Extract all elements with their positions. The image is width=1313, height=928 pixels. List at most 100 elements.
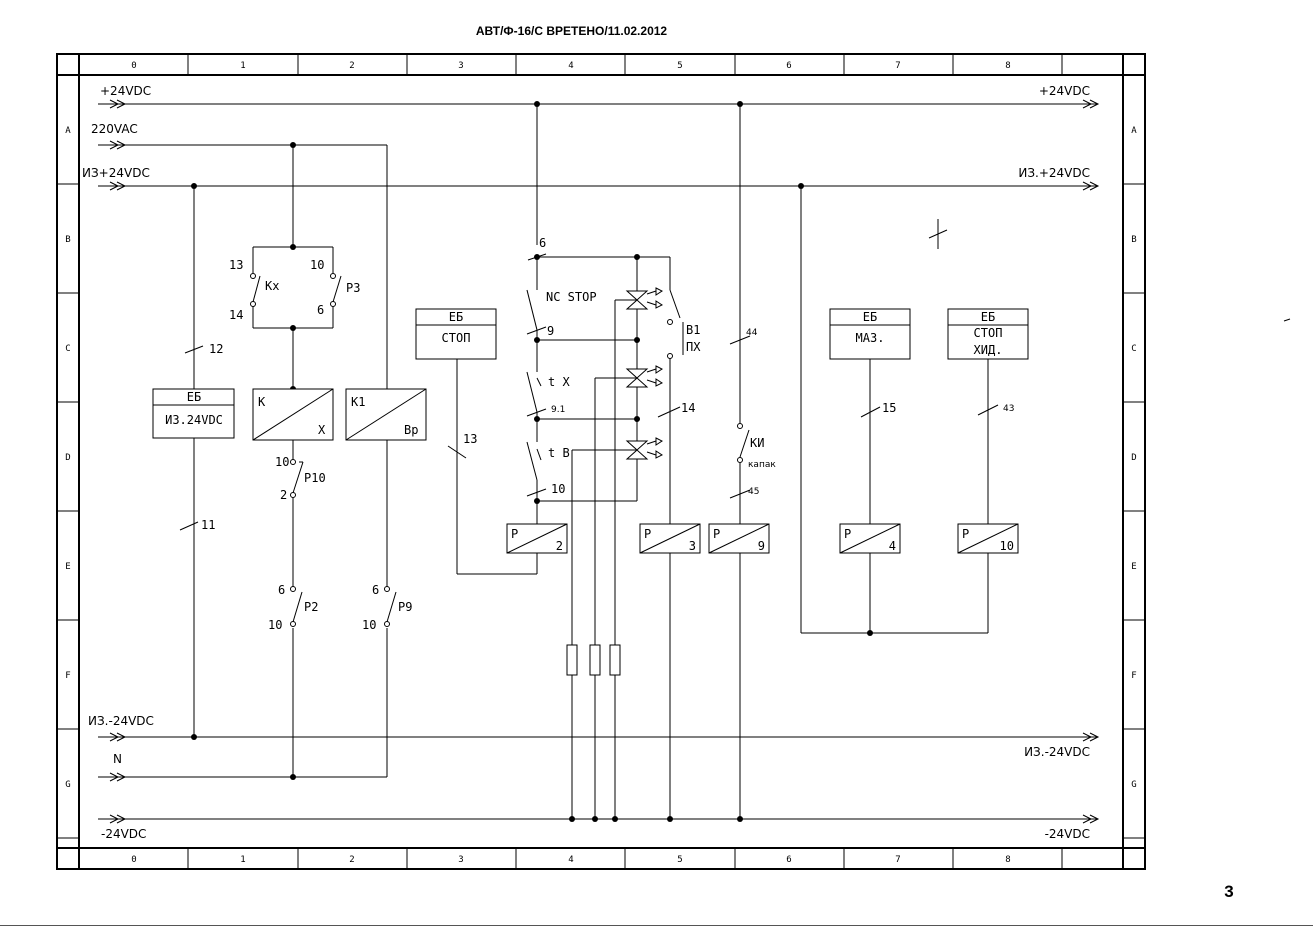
grid-col-label-bottom: 4 [568, 855, 573, 865]
rail-arrow-left-icon [109, 181, 127, 191]
resistor-1 [566, 644, 578, 676]
grid-col-label-bottom: 6 [786, 855, 791, 865]
grid-row-label-left: A [65, 126, 71, 136]
grid-row-label-left: B [65, 235, 70, 245]
wire-15: 15 [882, 401, 896, 415]
grid-col-label-bottom: 5 [677, 855, 682, 865]
wire-43: 43 [1003, 404, 1014, 414]
junction-dot [290, 774, 296, 780]
eb-stop-hid-label1: СТОП [974, 326, 1003, 340]
wire-11: 11 [201, 518, 215, 532]
junction-dot [667, 816, 673, 822]
rail-label-220vac: 220VAC [91, 122, 138, 136]
eb-maz-title: ЕБ [863, 310, 877, 324]
kx-contact-label: Kx [265, 279, 279, 293]
b1-switch-sub: ПХ [686, 340, 701, 354]
relay-coil-number: 10 [1000, 539, 1014, 553]
rail-arrow-right-icon [1082, 181, 1100, 191]
kx-terminal-top: 13 [229, 258, 243, 272]
contactor-k-tl: K [258, 395, 266, 409]
junction-dot [634, 337, 640, 343]
grid-col-label-top: 4 [568, 61, 573, 71]
relay-coil-p-label: P [713, 527, 720, 541]
frame-outer [56, 53, 1146, 870]
wire-10: 10 [551, 482, 565, 496]
relay-coil-p-label: P [962, 527, 969, 541]
junction-dot [534, 101, 540, 107]
rail-arrow-right-icon [1082, 814, 1100, 824]
junction-dot [534, 337, 540, 343]
relay-coil-p-label: P [644, 527, 651, 541]
rail-arrow-right-icon [1082, 99, 1100, 109]
p10-terminal-bottom: 2 [280, 488, 287, 502]
resistor-3 [609, 644, 621, 676]
p3-contact-label: P3 [346, 281, 360, 295]
rail-label-iz-m24-right: ИЗ.-24VDC [1024, 745, 1090, 759]
eb-stop-hid-title: ЕБ [981, 310, 995, 324]
junction-dot [798, 183, 804, 189]
grid-col-label-bottom: 2 [349, 855, 354, 865]
grid-row-label-right: G [1131, 780, 1136, 790]
grid-col-label-top: 2 [349, 61, 354, 71]
tb-contact-label: t B [548, 446, 570, 460]
relay-coil-number: 2 [556, 539, 563, 553]
eb-maz-label: МАЗ. [856, 331, 885, 345]
grid-col-label-top: 7 [895, 61, 900, 71]
grid-col-label-bottom: 7 [895, 855, 900, 865]
grid-col-label-top: 6 [786, 61, 791, 71]
wire-9: 9 [547, 324, 554, 338]
rail-label-iz-p24-right: ИЗ.+24VDC [1018, 166, 1090, 180]
rail-label-p24-right: +24VDC [1039, 84, 1090, 98]
resistor-2 [589, 644, 601, 676]
junction-dot [290, 244, 296, 250]
junction-dot [191, 734, 197, 740]
rail-arrow-right-icon [1082, 732, 1100, 742]
solenoid-valve-icon [625, 287, 663, 312]
grid-row-label-left: E [65, 562, 70, 572]
contactor-k-br: X [318, 423, 326, 437]
grid-col-label-bottom: 8 [1005, 855, 1010, 865]
solenoid-valve-icon [625, 437, 663, 462]
rail-label-m24-right: -24VDC [1045, 827, 1090, 841]
junction-dot [534, 416, 540, 422]
psu-iz24vdc-box [152, 388, 235, 439]
p2-terminal-top: 6 [278, 583, 285, 597]
grid-col-label-bottom: 1 [240, 855, 245, 865]
rail-arrow-left-icon [109, 99, 127, 109]
grid-row-label-left: C [65, 344, 70, 354]
junction-dot [634, 416, 640, 422]
junction-dot [592, 816, 598, 822]
junction-dot [290, 142, 296, 148]
p2-contact-label: P2 [304, 600, 318, 614]
p10-contact-label: P10 [304, 471, 326, 485]
junction-dot [191, 183, 197, 189]
p10-terminal-top: 10 [275, 455, 289, 469]
ki-switch-label: КИ [750, 436, 764, 450]
wire-13: 13 [463, 432, 477, 446]
rail-labels: +24VDC +24VDC 220VAC ИЗ+24VDC ИЗ.+24VDC … [82, 84, 1090, 841]
eb-stop-hid-label2: ХИД. [974, 343, 1003, 357]
wire-labels: 12 11 6 9 9.1 10 13 14 44 45 15 43 [201, 236, 1014, 532]
rail-arrow-left-icon [109, 814, 127, 824]
grid-row-label-right: E [1131, 562, 1136, 572]
eb-stop-title: ЕБ [449, 310, 463, 324]
grid-col-label-top: 0 [131, 61, 136, 71]
wire-12: 12 [209, 342, 223, 356]
page-number: 3 [1224, 882, 1234, 901]
relay-coil-p-label: P [511, 527, 518, 541]
b1-switch-label: B1 [686, 323, 700, 337]
nc-stop-label: NC STOP [546, 290, 597, 304]
rail-arrow-left-icon [109, 732, 127, 742]
grid-row-label-right: D [1131, 453, 1136, 463]
grid-row-label-right: A [1131, 126, 1137, 136]
contacts [179, 219, 1291, 627]
contact-labels: 13 14 Kx 10 6 P3 10 2 P10 6 10 P2 6 10 P… [229, 258, 776, 632]
grid-row-label-right: B [1131, 235, 1136, 245]
eb-stop-label: СТОП [442, 331, 471, 345]
grid-row-label-right: C [1131, 344, 1136, 354]
contactor-k1-br: Вр [404, 423, 418, 437]
p9-contact-label: P9 [398, 600, 412, 614]
rail-label-iz-m24-left: ИЗ.-24VDC [88, 714, 154, 728]
p3-terminal-bottom: 6 [317, 303, 324, 317]
